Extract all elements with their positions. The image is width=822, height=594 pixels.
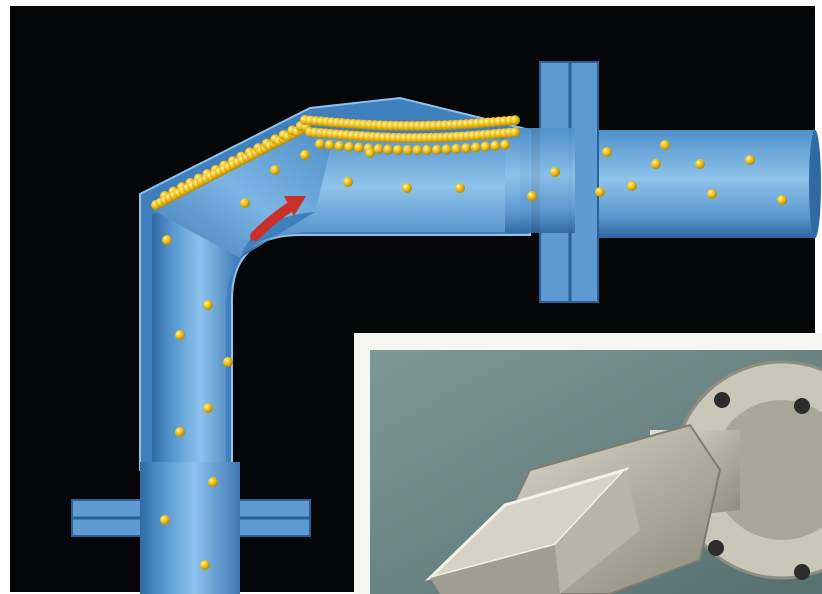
bolt-hole-icon [708, 540, 724, 556]
particle [203, 403, 213, 413]
particle [455, 183, 465, 193]
particle [490, 141, 500, 151]
particle [334, 141, 344, 151]
inset-photo [354, 333, 822, 594]
particle [461, 143, 471, 153]
particle [365, 148, 375, 158]
particle [344, 142, 354, 152]
particle [707, 189, 717, 199]
right-coupling [505, 128, 575, 233]
particle [343, 177, 353, 187]
particle [527, 191, 537, 201]
particle [550, 167, 560, 177]
particle [627, 181, 637, 191]
particle [162, 235, 172, 245]
particle [315, 139, 325, 149]
bolt-hole-icon [794, 564, 810, 580]
particle [422, 145, 432, 155]
particle [777, 195, 787, 205]
bottom-coupling [140, 462, 240, 594]
particle [223, 357, 233, 367]
particle [595, 187, 605, 197]
bolt-hole-icon [794, 398, 810, 414]
particle [240, 198, 250, 208]
particle [393, 145, 403, 155]
particle [510, 115, 520, 125]
particle [325, 140, 335, 150]
particle [403, 145, 413, 155]
particle [510, 127, 520, 137]
particle [200, 560, 210, 570]
particle [745, 155, 755, 165]
particle [602, 147, 612, 157]
particle [270, 165, 280, 175]
particle [451, 144, 461, 154]
particle [442, 144, 452, 154]
particle [175, 330, 185, 340]
particle [208, 477, 218, 487]
particle [354, 143, 364, 153]
outlet-pipe [568, 130, 815, 238]
particle [651, 159, 661, 169]
outlet-pipe-end [809, 130, 821, 238]
particle [695, 159, 705, 169]
particle [432, 145, 442, 155]
particle [383, 144, 393, 154]
particle [160, 515, 170, 525]
particle [660, 140, 670, 150]
particle [481, 142, 491, 152]
particle [471, 142, 481, 152]
particle [500, 140, 510, 150]
bolt-hole-icon [714, 392, 730, 408]
particle [402, 183, 412, 193]
particle [300, 150, 310, 160]
particle [203, 300, 213, 310]
particle [412, 145, 422, 155]
particle [175, 427, 185, 437]
